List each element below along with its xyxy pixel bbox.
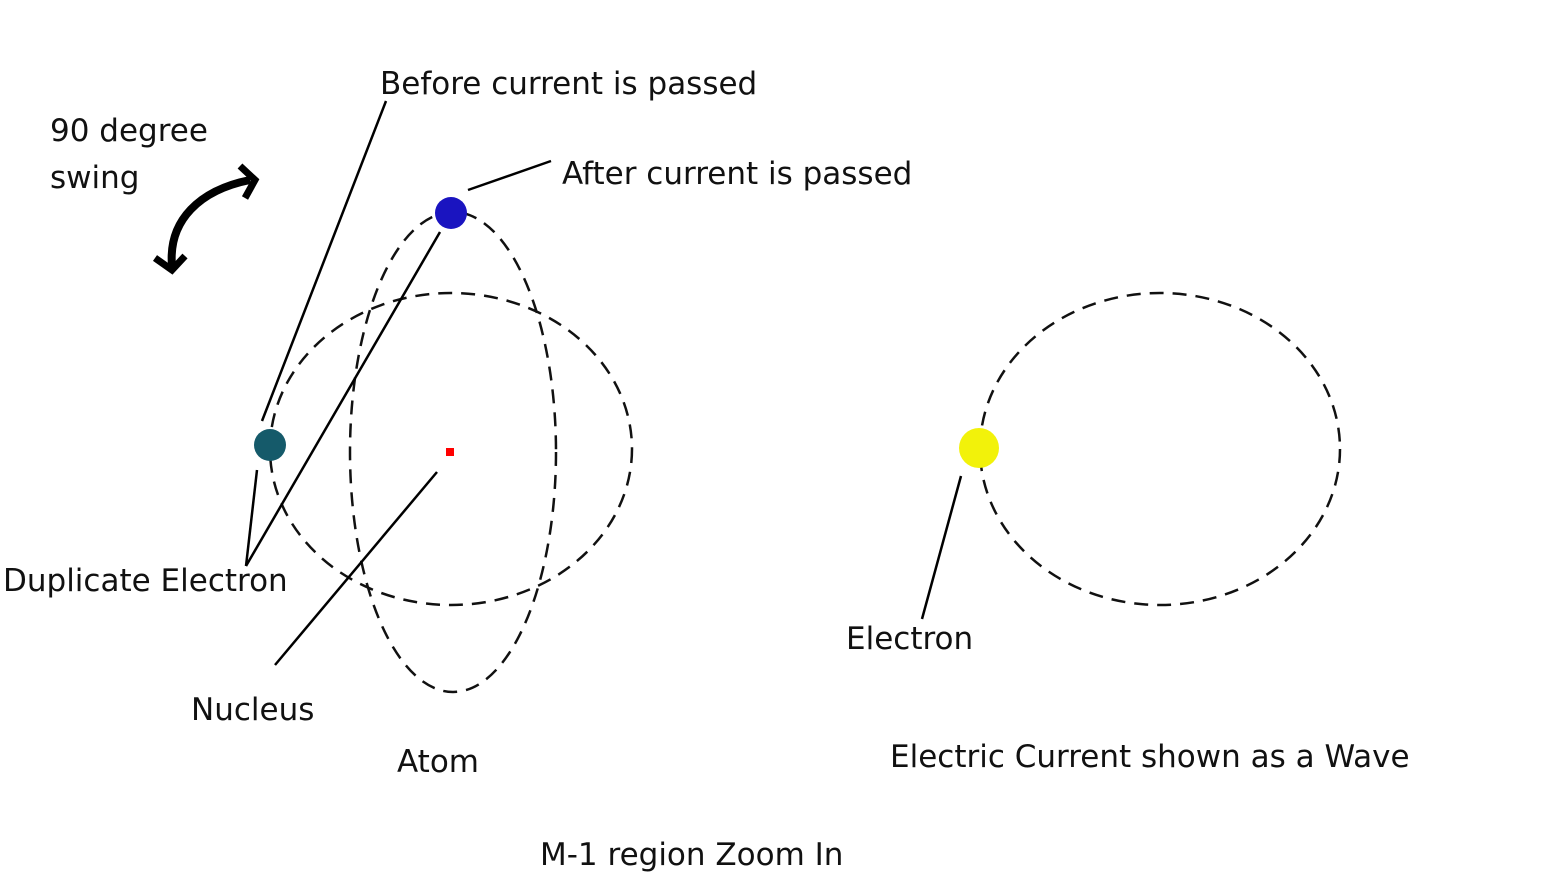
wave-orbit <box>978 291 1342 607</box>
electron-before <box>254 429 286 461</box>
before-leader-line <box>260 100 388 422</box>
swing-label-line1: 90 degree <box>50 113 208 149</box>
nucleus-leader-line <box>274 471 438 666</box>
swing-label-line2: swing <box>50 160 139 196</box>
swing-arrow-icon <box>152 163 260 275</box>
atom-label: Atom <box>397 744 479 780</box>
duplicate-leader-line-2 <box>244 231 442 567</box>
duplicate-leader-line-1 <box>244 469 259 567</box>
after-leader-line <box>467 159 552 192</box>
caption: M-1 region Zoom In <box>540 837 843 873</box>
after-label: After current is passed <box>562 156 912 192</box>
wave-label: Electric Current shown as a Wave <box>890 739 1410 775</box>
electron-wave <box>959 428 999 468</box>
before-label: Before current is passed <box>380 66 757 102</box>
electron-after <box>435 197 467 229</box>
nucleus-label: Nucleus <box>191 692 314 728</box>
electron-leader-line <box>920 475 963 620</box>
electron-label: Electron <box>846 621 973 657</box>
duplicate-electron-label: Duplicate Electron <box>3 563 288 599</box>
nucleus-dot <box>446 448 454 456</box>
